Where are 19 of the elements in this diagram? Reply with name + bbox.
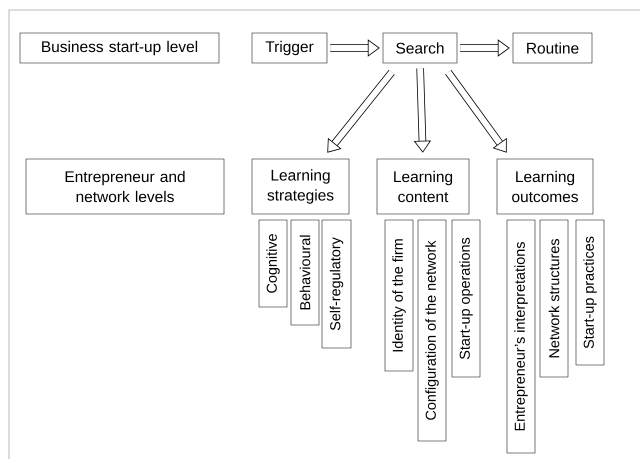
process-box: Learning strategies	[252, 158, 350, 214]
label-box: Start-up operations	[452, 220, 480, 378]
label-box: Behavioural	[290, 220, 320, 326]
label-box: Network structures	[540, 220, 568, 378]
process-box: Routine	[512, 32, 592, 64]
label-box: Entrepreneur’s interpretations	[506, 220, 536, 454]
label-box: Configuration of the network	[418, 220, 446, 442]
label-box: Cognitive	[258, 220, 288, 308]
process-box: Business start-up level	[20, 32, 220, 64]
process-box: Trigger	[252, 32, 328, 64]
label-box: Identity of the firm	[384, 220, 414, 372]
block-arrow	[445, 70, 507, 153]
process-box: Learning content	[376, 158, 470, 214]
process-box: Learning outcomes	[496, 158, 594, 214]
label-box: Self-regulatory	[322, 220, 352, 348]
block-arrow	[327, 70, 395, 153]
process-box: Entrepreneur and network levels	[26, 158, 224, 214]
process-box: Search	[382, 32, 458, 64]
label-box: Start-up practices	[576, 220, 604, 366]
